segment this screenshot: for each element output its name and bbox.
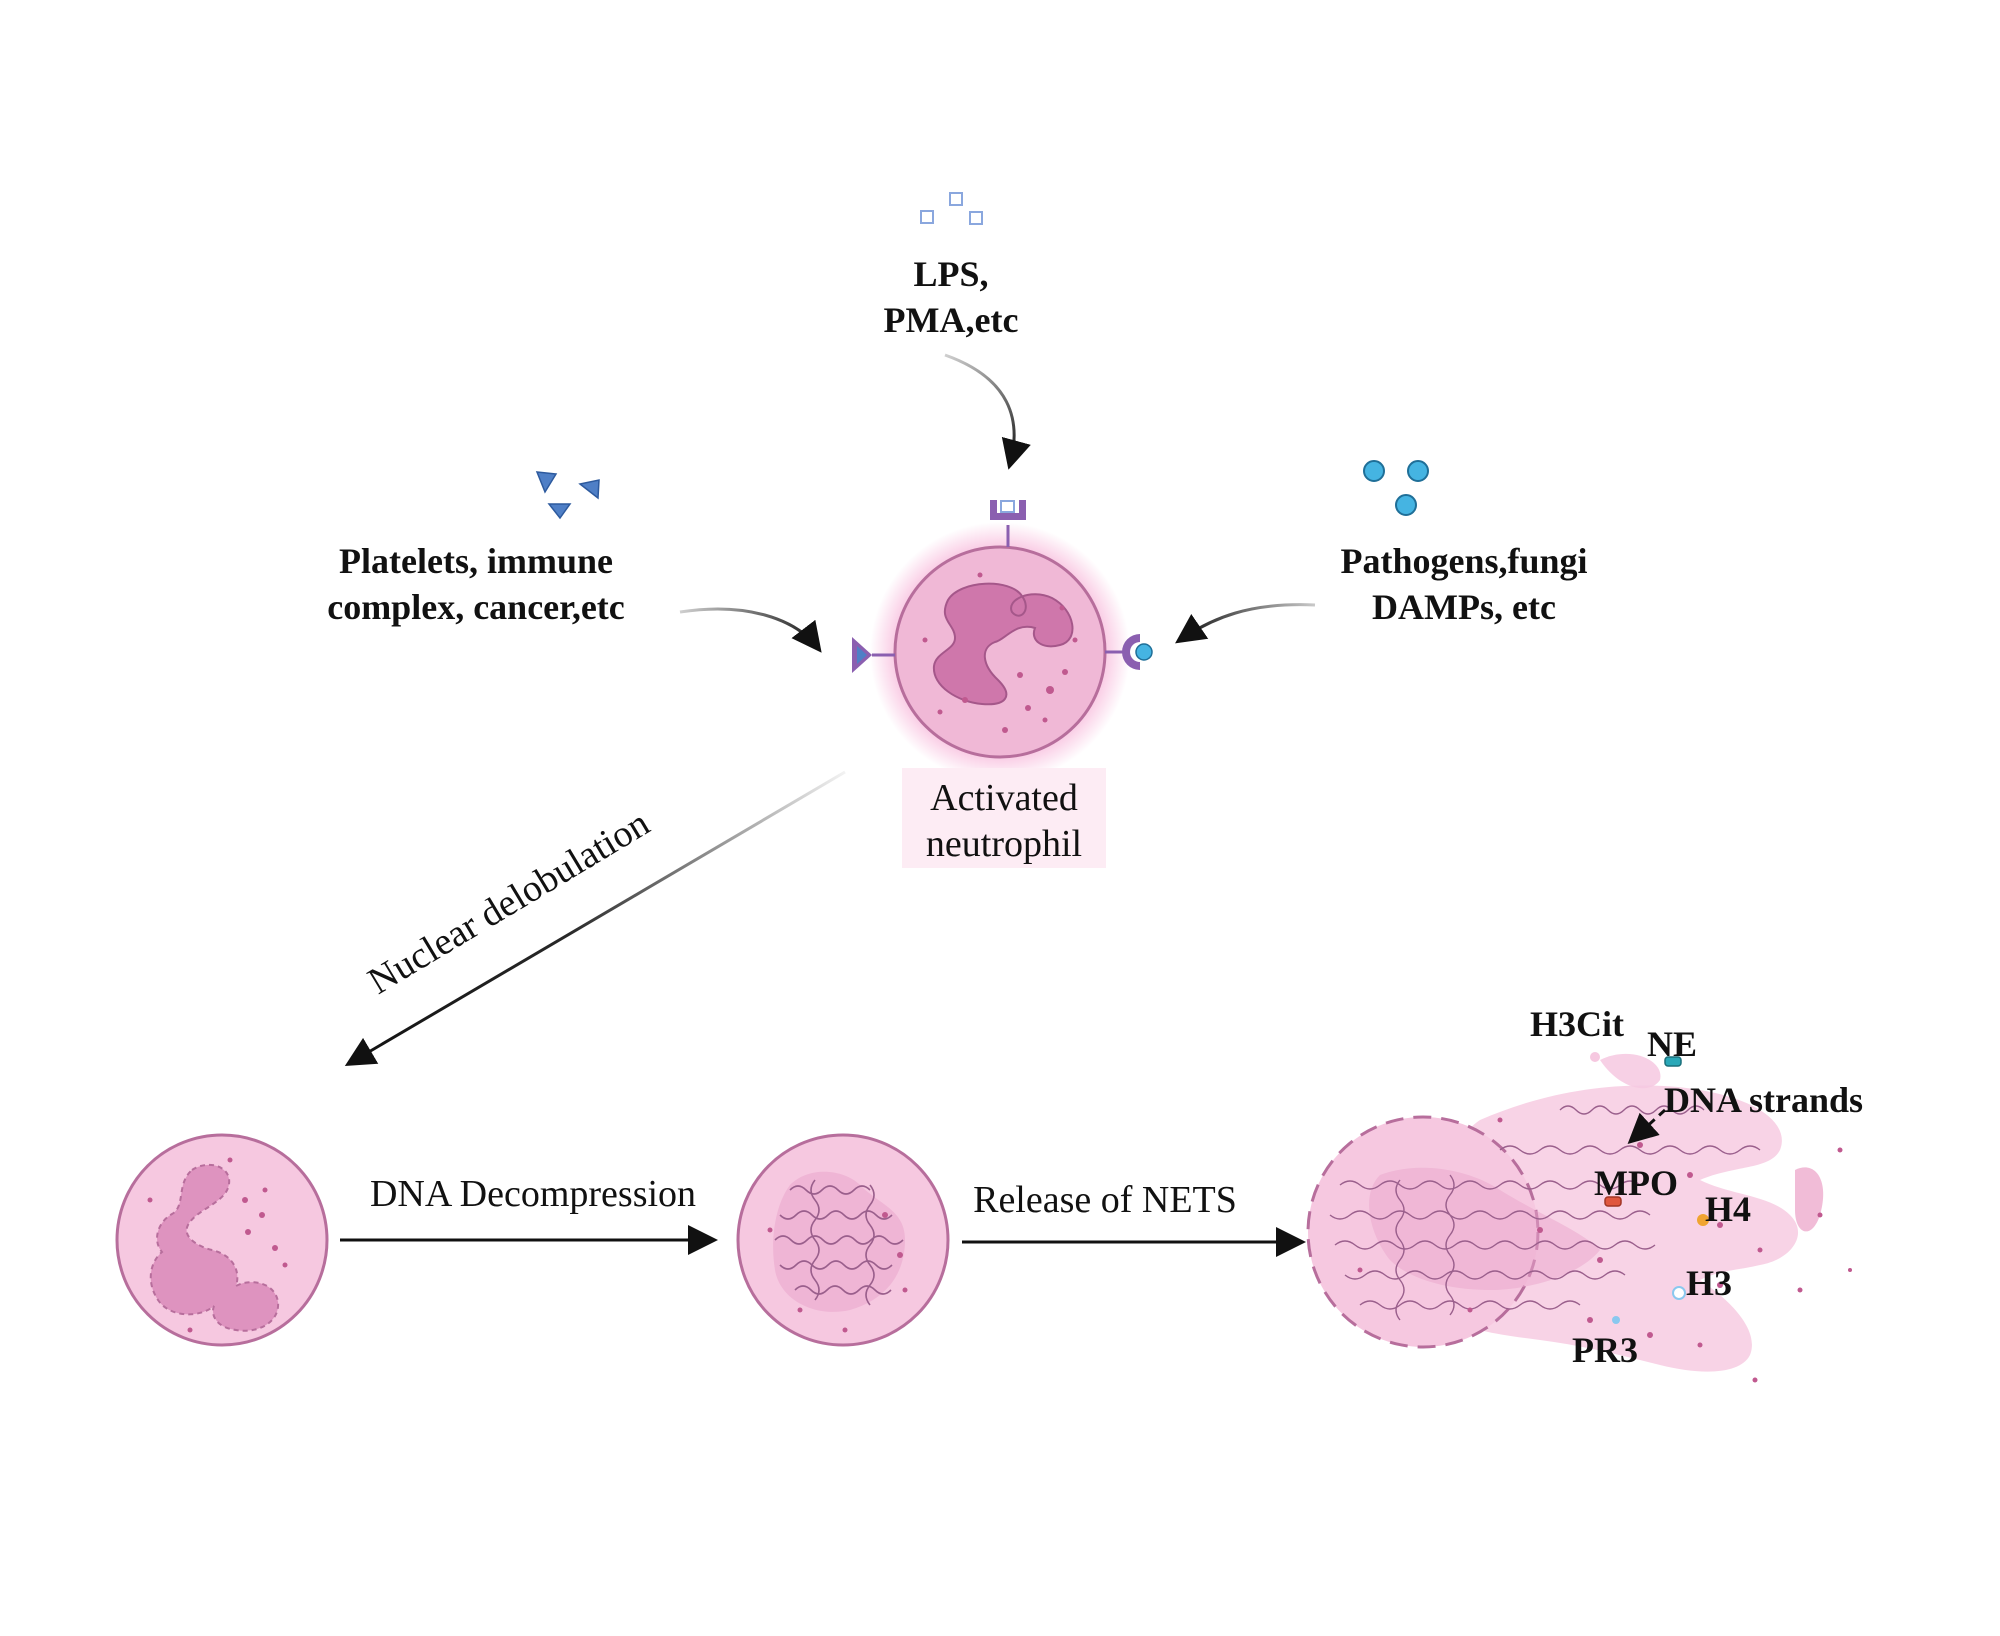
pathogen-icon <box>1363 460 1429 516</box>
stimulus-top-line2: PMA,etc <box>884 300 1019 340</box>
label-h3: H3 <box>1686 1263 1732 1303</box>
label-mpo: MPO <box>1594 1163 1678 1203</box>
ne-marker-icon <box>1664 1056 1682 1067</box>
arrow-top-to-cell <box>944 353 1031 470</box>
stimulus-right-line2: DAMPs, etc <box>1372 587 1556 627</box>
step-decompression: DNA Decompression <box>370 1173 696 1215</box>
dna-coils <box>774 1179 904 1306</box>
step-delobulation: Nuclear delobulation <box>361 802 657 1003</box>
delobulated-cell <box>115 1133 329 1347</box>
platelet-icon <box>535 471 600 520</box>
receptor-top-icon <box>990 500 1026 547</box>
label-ne: NE <box>1647 1024 1697 1064</box>
label-h3cit: H3Cit <box>1530 1004 1624 1044</box>
label-pr3: PR3 <box>1572 1330 1638 1370</box>
label-dna-strands: DNA strands <box>1664 1080 1863 1120</box>
receptor-right-icon <box>1105 634 1153 670</box>
decompressed-cell <box>736 1133 950 1347</box>
stimulus-top-line1: LPS, <box>913 254 988 294</box>
h4-marker-icon <box>1697 1214 1709 1226</box>
pr3-marker-icon <box>1612 1316 1620 1324</box>
h3-marker-icon <box>1672 1286 1686 1300</box>
activated-label-line1: Activated <box>930 777 1078 819</box>
activated-label-line2: neutrophil <box>926 823 1082 865</box>
receptor-left-icon <box>852 637 895 673</box>
h3cit-marker-icon <box>1590 1052 1600 1062</box>
stimulus-right-line1: Pathogens,fungi <box>1340 541 1587 581</box>
lobed-nucleus <box>932 582 1074 706</box>
arrow-right-to-cell <box>1175 603 1316 644</box>
activated-neutrophil <box>852 500 1153 782</box>
arrow-left-to-cell <box>679 607 822 653</box>
lps-molecules-icon <box>920 192 983 225</box>
dna-strands-pointer <box>1627 1108 1667 1145</box>
net-dna-strands <box>1329 1105 1761 1321</box>
mpo-marker-icon <box>1604 1196 1622 1207</box>
label-h4: H4 <box>1705 1189 1751 1229</box>
arrow-delobulation <box>344 770 846 1067</box>
delobulated-nucleus <box>149 1163 280 1332</box>
stimulus-left-line2: complex, cancer,etc <box>327 587 625 627</box>
stimulus-left-line1: Platelets, immune <box>339 541 613 581</box>
net-release <box>1306 1052 1852 1383</box>
step-release: Release of NETS <box>973 1179 1237 1221</box>
activated-label-box <box>902 768 1106 868</box>
